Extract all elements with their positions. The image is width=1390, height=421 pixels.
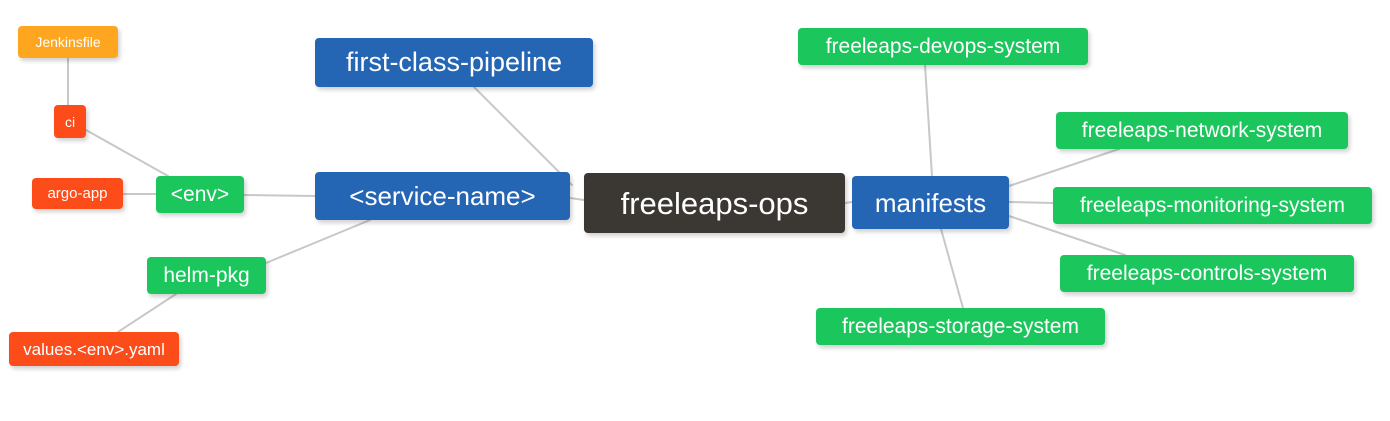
mindmap-node-label: <service-name> bbox=[349, 181, 536, 211]
mindmap-node-label: <env> bbox=[170, 183, 230, 206]
mindmap-node-freeleaps-devops-system[interactable]: freeleaps-devops-system bbox=[798, 28, 1088, 65]
mindmap-node-values-yaml[interactable]: values.<env>.yaml bbox=[9, 332, 179, 366]
mindmap-node-label: first-class-pipeline bbox=[345, 47, 563, 77]
mindmap-node-label: values.<env>.yaml bbox=[23, 339, 165, 359]
edge-manifests-devops bbox=[924, 64, 933, 177]
mindmap-node-label: argo-app bbox=[47, 185, 108, 202]
mindmap-node-label: manifests bbox=[874, 187, 987, 218]
mindmap-node-freeleaps-ops[interactable]: freeleaps-ops bbox=[584, 173, 845, 233]
mindmap-node-label: freeleaps-devops-system bbox=[825, 35, 1061, 58]
mindmap-node-label: freeleaps-monitoring-system bbox=[1080, 194, 1345, 217]
edge-helm-values bbox=[117, 293, 177, 333]
edge-manifests-storage bbox=[940, 228, 964, 309]
mindmap-node-service-name[interactable]: <service-name> bbox=[315, 172, 570, 220]
mindmap-node-freeleaps-storage-system[interactable]: freeleaps-storage-system bbox=[816, 308, 1105, 345]
mindmap-node-manifests[interactable]: manifests bbox=[852, 176, 1009, 229]
mindmap-node-freeleaps-controls-system[interactable]: freeleaps-controls-system bbox=[1060, 255, 1354, 292]
edge-ops-manifests bbox=[844, 201, 853, 204]
mindmap-node-helm-pkg[interactable]: helm-pkg bbox=[147, 257, 266, 294]
edge-service-env bbox=[243, 194, 316, 197]
edge-service-pipeline bbox=[473, 86, 573, 186]
mindmap-node-env[interactable]: <env> bbox=[156, 176, 244, 213]
mindmap-node-label: ci bbox=[64, 113, 76, 130]
edge-ops-service bbox=[569, 197, 585, 201]
mindmap-node-freeleaps-monitoring-system[interactable]: freeleaps-monitoring-system bbox=[1053, 187, 1372, 224]
mindmap-node-label: freeleaps-storage-system bbox=[842, 315, 1079, 338]
mindmap-node-argo-app[interactable]: argo-app bbox=[32, 178, 123, 209]
mindmap-node-freeleaps-network-system[interactable]: freeleaps-network-system bbox=[1056, 112, 1348, 149]
edge-manifests-network bbox=[1008, 148, 1120, 187]
mindmap-node-ci[interactable]: ci bbox=[54, 105, 86, 138]
mindmap-node-first-class-pipeline[interactable]: first-class-pipeline bbox=[315, 38, 593, 87]
edge-service-helm bbox=[265, 219, 371, 264]
mindmap-node-label: Jenkinsfile bbox=[35, 34, 101, 50]
mindmap-node-label: helm-pkg bbox=[163, 264, 250, 287]
mindmap-node-label: freeleaps-network-system bbox=[1081, 119, 1323, 142]
edge-manifests-monitoring bbox=[1008, 201, 1054, 204]
mindmap-node-label: freeleaps-controls-system bbox=[1086, 262, 1328, 285]
edge-env-ci bbox=[85, 129, 169, 177]
mindmap-node-jenkinsfile[interactable]: Jenkinsfile bbox=[18, 26, 118, 58]
mindmap-node-label: freeleaps-ops bbox=[620, 185, 809, 221]
